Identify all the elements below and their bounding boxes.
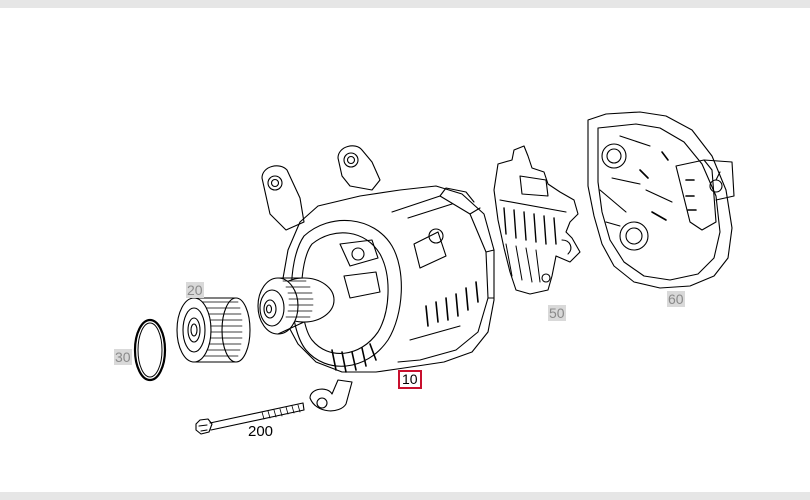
callout-label-20[interactable]: 20 xyxy=(186,282,204,298)
alternator-icon[interactable] xyxy=(257,145,495,412)
top-border-bar xyxy=(0,0,810,8)
callout-label-200[interactable]: 200 xyxy=(248,423,274,440)
callout-label-50[interactable]: 50 xyxy=(548,305,566,321)
callout-label-60[interactable]: 60 xyxy=(667,291,685,307)
pulley-icon[interactable] xyxy=(176,297,251,363)
rear-cover-icon[interactable] xyxy=(587,111,735,289)
callout-label-10-selected[interactable]: 10 xyxy=(398,370,422,389)
callout-label-30[interactable]: 30 xyxy=(114,349,132,365)
o-ring-icon[interactable] xyxy=(133,318,167,382)
bottom-border-bar xyxy=(0,492,810,500)
bolt-icon[interactable] xyxy=(195,402,305,435)
regulator-icon[interactable] xyxy=(493,145,581,295)
